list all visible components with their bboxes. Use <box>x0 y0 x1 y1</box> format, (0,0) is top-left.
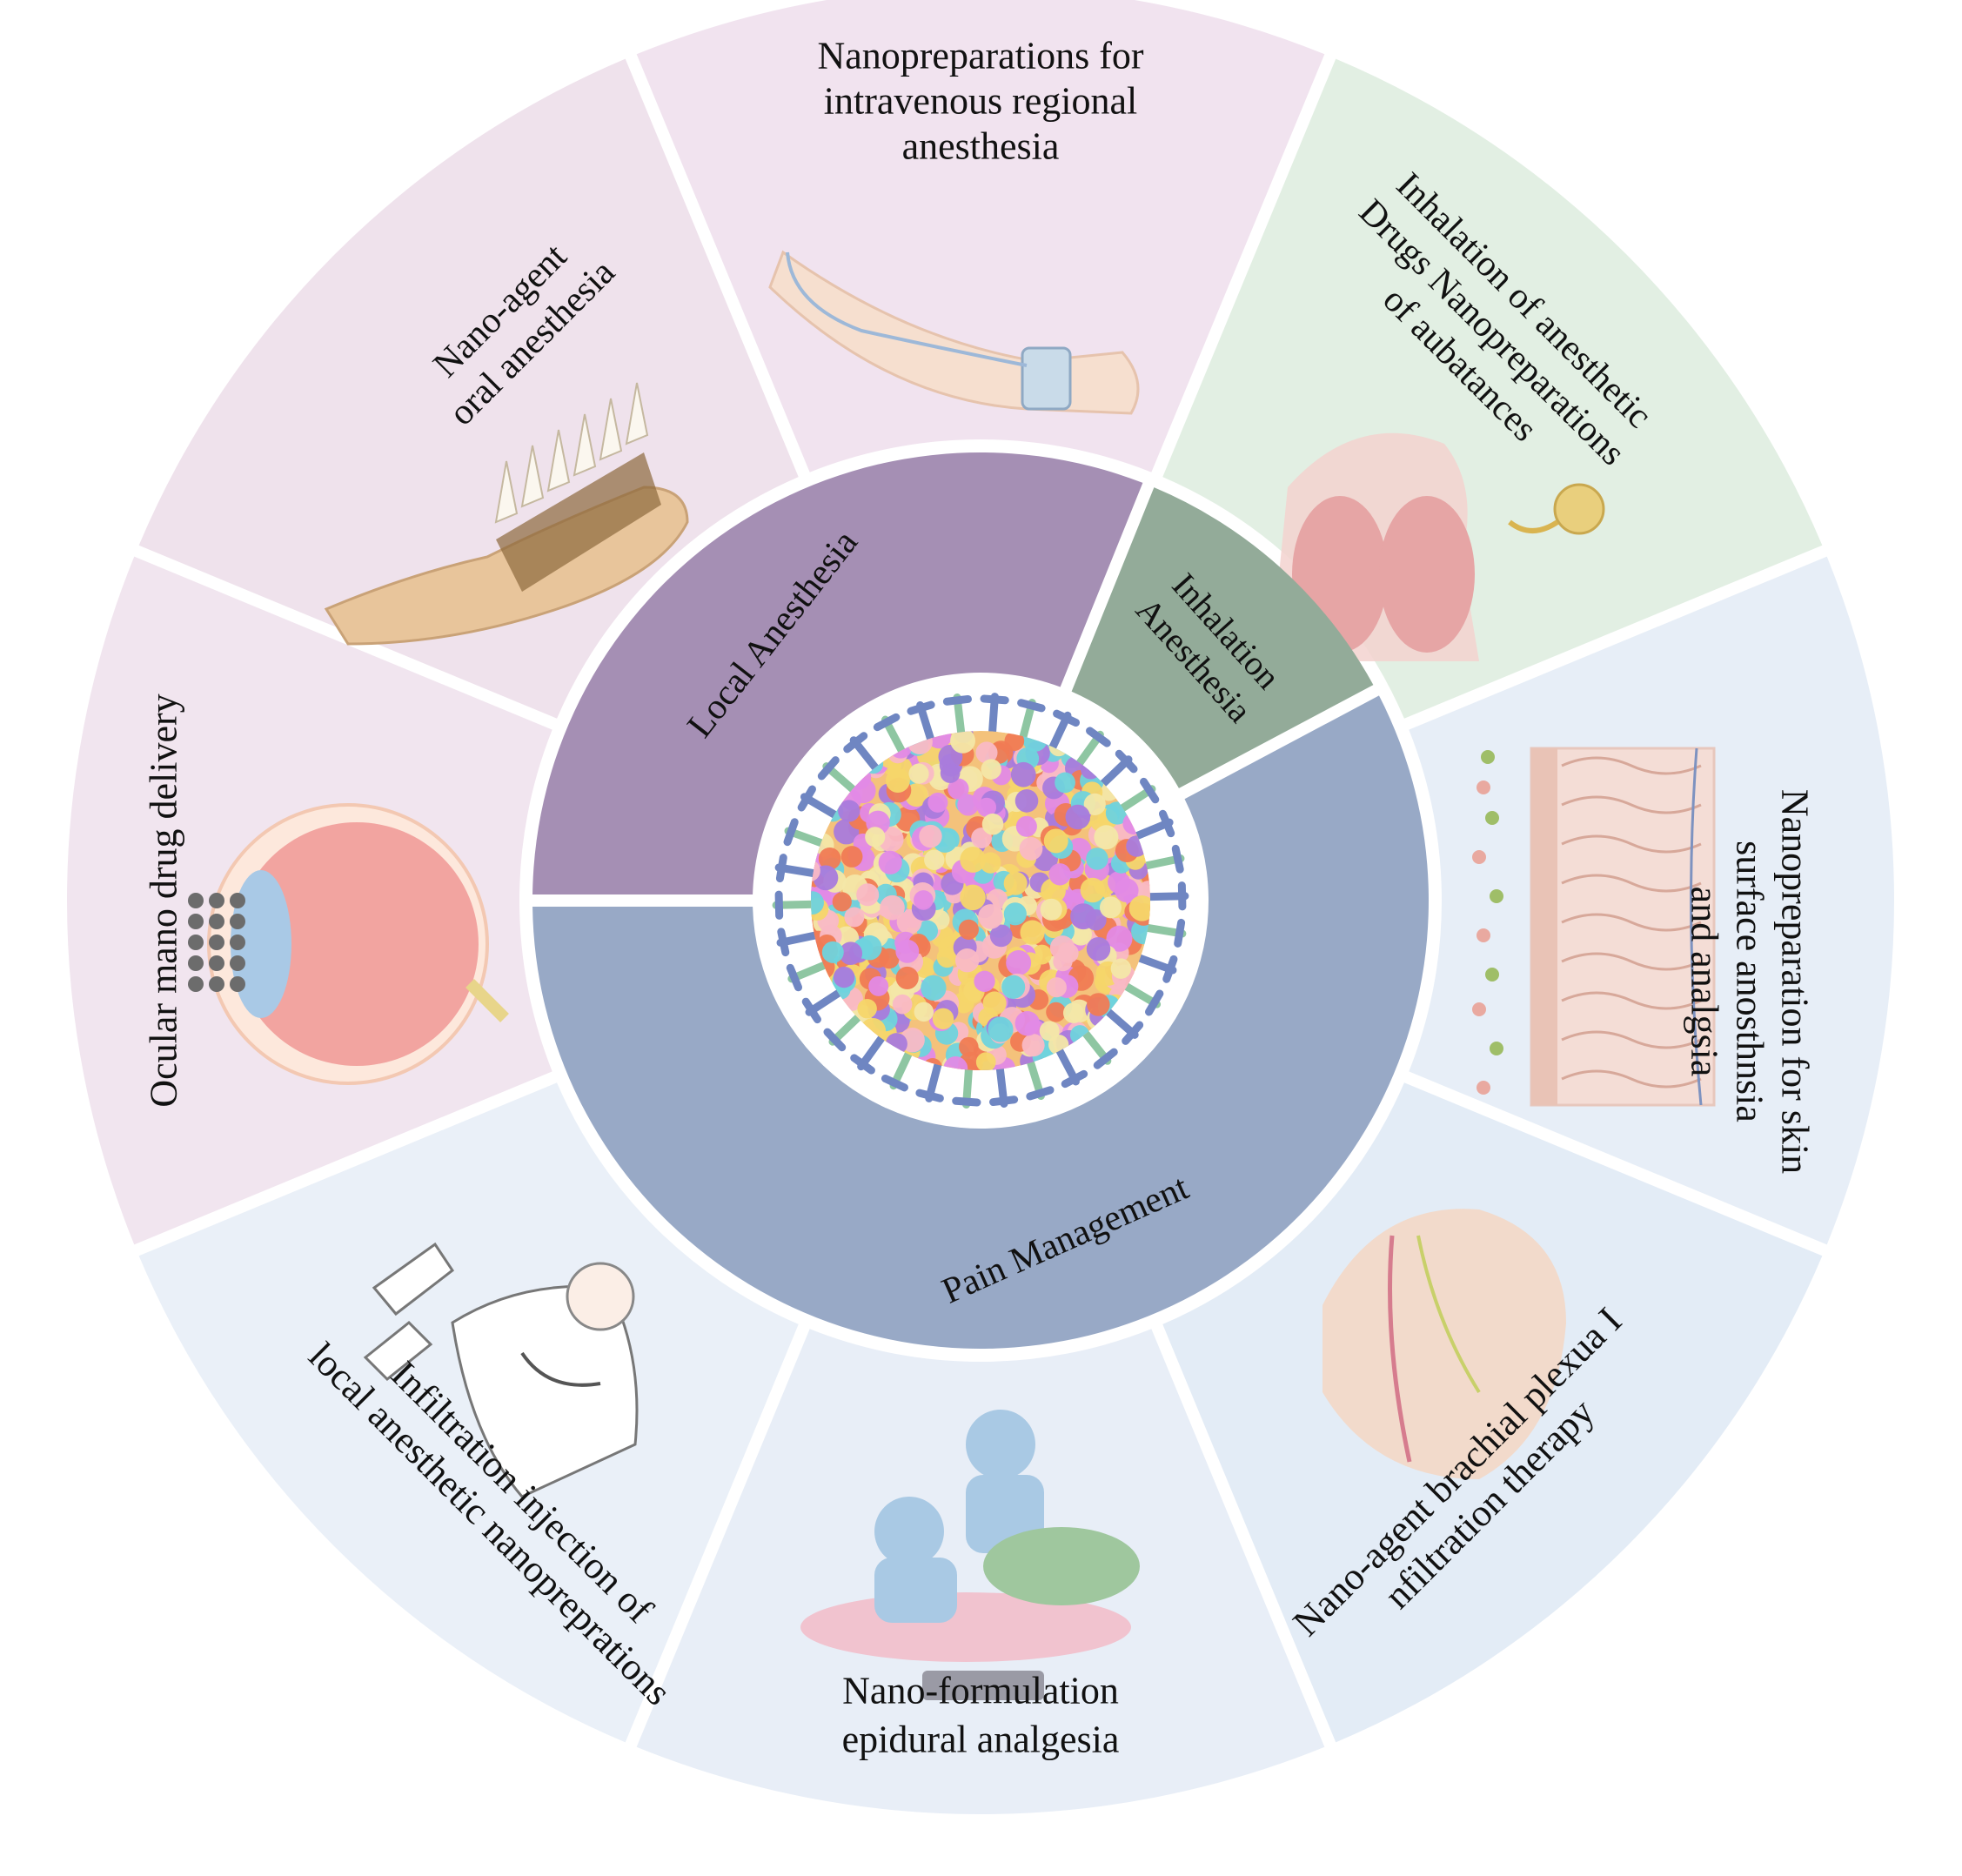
nanoparticle-core <box>811 731 1150 1070</box>
skin-layer-icon <box>1472 747 1716 1107</box>
inner-segment-inhalation <box>1071 487 1374 788</box>
jaw-teeth-icon <box>324 382 689 646</box>
sector-label-ocular: Ocular mano drug delivery <box>142 693 184 1107</box>
sector-label-line: epidural analgesia <box>842 1718 1120 1760</box>
sector-label-skin-surface: Nanopreparation for skinsurface anosthns… <box>1684 789 1817 1174</box>
inner-segment-local <box>532 452 1143 895</box>
epidural-procedure-icon <box>800 1410 1140 1700</box>
sector-label-epidural: Nano-formulation epidural analgesia <box>842 1669 1120 1760</box>
sector-label-line: anesthesia <box>902 124 1060 167</box>
doctor-injection-icon <box>363 1242 639 1498</box>
eyeball-icon <box>188 803 509 1085</box>
sector-label-line: Nano-formulation <box>842 1669 1119 1712</box>
sector-epidural <box>636 1329 1325 1814</box>
sector-intravenous <box>636 0 1325 472</box>
sector-label-line: surface anosthnsia <box>1729 841 1771 1122</box>
sector-label-line: and analgsia <box>1684 887 1726 1077</box>
sector-label-line: Nanopreparation for skin <box>1774 789 1817 1174</box>
sector-label-line: Nanopreparations for <box>817 34 1143 77</box>
outer-ring <box>66 0 1894 1814</box>
sector-illustrations <box>188 250 1716 1700</box>
arm-iv-drip-icon <box>768 250 1140 415</box>
shoulder-nerves-icon <box>1323 1209 1566 1479</box>
sector-label-line: Ocular mano drug delivery <box>142 693 184 1107</box>
inner-ring <box>532 452 1429 1350</box>
inner-segment-pain <box>532 695 1429 1350</box>
nanoparticle-icon <box>763 683 1198 1118</box>
sector-infiltration <box>138 1082 799 1743</box>
sector-label-line: intravenous regional <box>824 79 1137 122</box>
